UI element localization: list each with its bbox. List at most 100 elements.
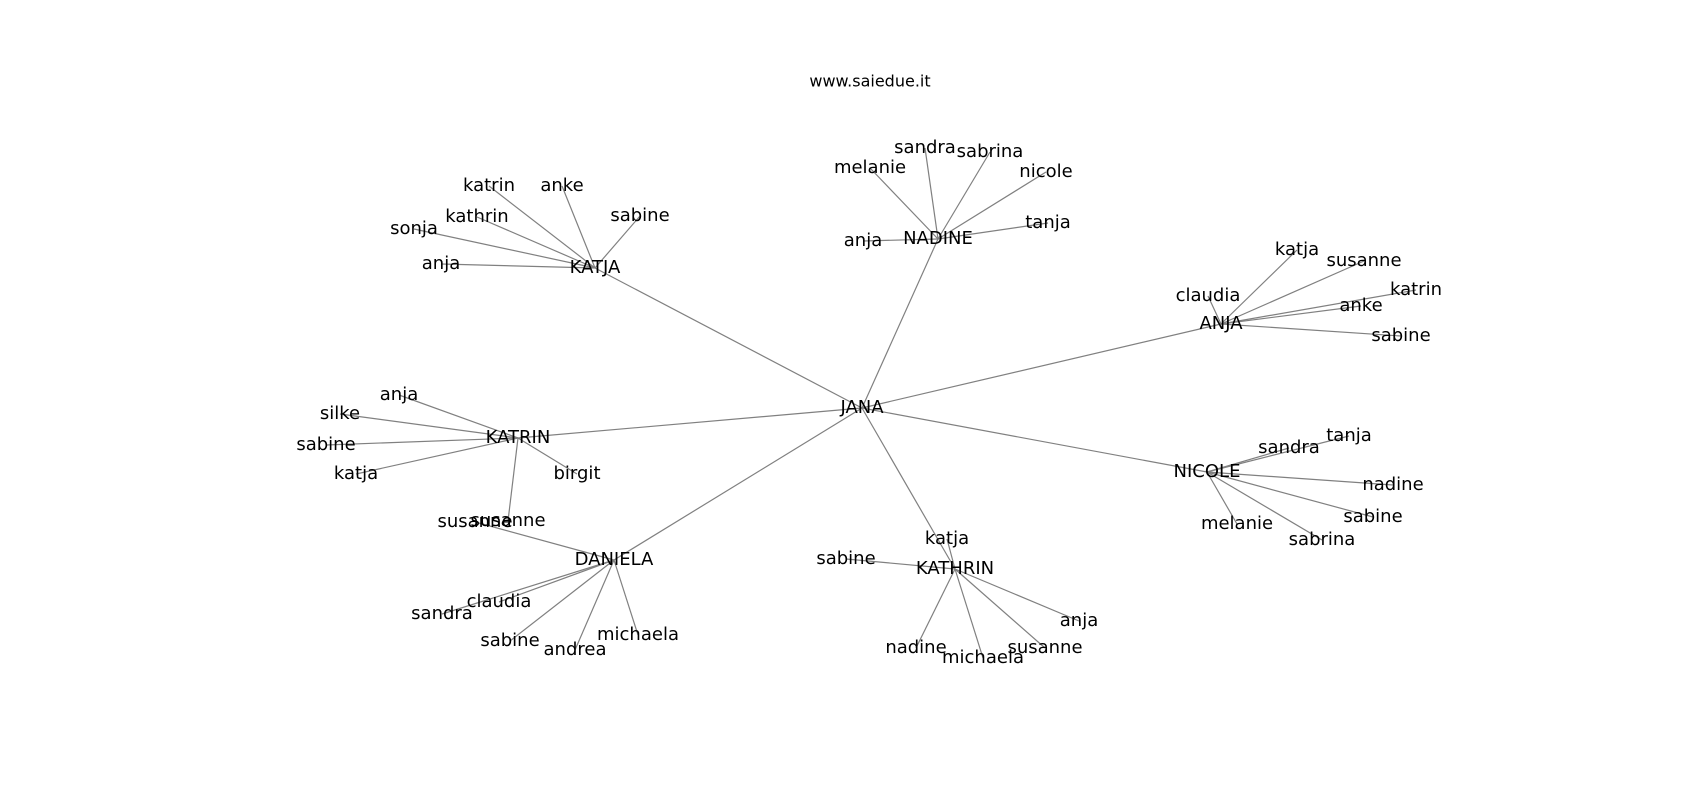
node-leaf-nadine-nicole: nicole bbox=[1019, 161, 1072, 182]
edge-nicole-tanja bbox=[1206, 435, 1350, 473]
edge-daniela-andrea bbox=[574, 559, 615, 651]
node-leaf-nicole-sabrina: sabrina bbox=[1289, 529, 1356, 550]
edge-anja-anke bbox=[1220, 305, 1362, 325]
edge-nadine-tanja bbox=[937, 222, 1049, 240]
node-leaf-katja-sonja: sonja bbox=[390, 218, 438, 239]
edge-kathrin-michaela bbox=[954, 568, 984, 659]
node-leaf-daniela-susanne: susanne bbox=[437, 511, 512, 532]
edge-center-katrin bbox=[517, 407, 863, 439]
edge-katrin-birgit bbox=[517, 437, 578, 475]
edge-nicole-nadine bbox=[1206, 471, 1394, 486]
node-hub-nadine: NADINE bbox=[903, 228, 973, 249]
edge-katja-sonja bbox=[413, 228, 596, 269]
edge-kathrin-sabine bbox=[845, 558, 956, 570]
node-leaf-kathrin-sabine: sabine bbox=[816, 548, 875, 569]
node-leaf-kathrin-nadine: nadine bbox=[885, 637, 946, 658]
node-leaf-kathrin-michaela: michaela bbox=[942, 647, 1024, 668]
node-leaf-katja-sabine: sabine bbox=[610, 205, 669, 226]
edge-nicole-sandra bbox=[1206, 447, 1290, 473]
node-hub-anja: ANJA bbox=[1199, 313, 1243, 334]
edge-katrin-katja bbox=[355, 437, 519, 475]
edge-daniela-sabine bbox=[509, 559, 615, 642]
edge-nadine-anja bbox=[862, 238, 939, 242]
edge-nadine-sandra bbox=[924, 147, 939, 240]
node-hub-katrin: KATRIN bbox=[486, 427, 551, 448]
node-leaf-daniela-andrea: andrea bbox=[544, 639, 607, 660]
node-leaf-nicole-sabine: sabine bbox=[1343, 506, 1402, 527]
node-leaf-katrin-anja: anja bbox=[380, 384, 418, 405]
node-leaf-katrin-katja: katja bbox=[334, 463, 378, 484]
node-leaf-nicole-tanja: tanja bbox=[1326, 425, 1372, 446]
edge-kathrin-katja bbox=[946, 538, 956, 570]
node-leaf-anja-sabine: sabine bbox=[1371, 325, 1430, 346]
edge-katrin-sabine bbox=[325, 437, 519, 446]
edge-daniela-claudia bbox=[498, 559, 615, 603]
edge-katrin-anja bbox=[398, 394, 519, 439]
node-hub-nicole: NICOLE bbox=[1174, 461, 1241, 482]
node-leaf-daniela-sabine: sabine bbox=[480, 630, 539, 651]
node-hub-kathrin: KATHRIN bbox=[916, 558, 994, 579]
edge-anja-susanne bbox=[1220, 260, 1365, 325]
node-leaf-nicole-melanie: melanie bbox=[1201, 513, 1273, 534]
edge-nadine-nicole bbox=[937, 171, 1047, 240]
node-leaf-nadine-sandra: sandra bbox=[894, 137, 956, 158]
node-leaf-nadine-anja: anja bbox=[844, 230, 882, 251]
edge-kathrin-anja bbox=[954, 568, 1080, 622]
edge-nicole-sabrina bbox=[1206, 471, 1323, 541]
node-leaf-katja-kathrin: kathrin bbox=[445, 206, 508, 227]
node-leaf-kathrin-katja: katja bbox=[925, 528, 969, 549]
node-leaf-anja-susanne: susanne bbox=[1326, 250, 1401, 271]
edge-katrin-silke bbox=[339, 413, 519, 439]
edge-center-katja bbox=[594, 267, 863, 409]
edge-kathrin-nadine bbox=[915, 568, 956, 649]
node-leaf-daniela-sandra: sandra bbox=[411, 603, 473, 624]
edge-anja-claudia bbox=[1207, 295, 1222, 325]
node-leaf-katrin-sabine: sabine bbox=[296, 434, 355, 455]
node-leaf-kathrin-susanne: susanne bbox=[1007, 637, 1082, 658]
edge-katrin-susanne bbox=[507, 437, 519, 522]
edge-center-anja bbox=[861, 323, 1222, 409]
edge-center-kathrin bbox=[861, 407, 956, 570]
edges-layer bbox=[325, 147, 1417, 659]
edge-nadine-sabrina bbox=[937, 151, 991, 240]
edge-nicole-sabine bbox=[1206, 471, 1374, 518]
node-leaf-katrin-birgit: birgit bbox=[554, 463, 601, 484]
node-leaf-daniela-michaela: michaela bbox=[597, 624, 679, 645]
node-leaf-nadine-sabrina: sabrina bbox=[957, 141, 1024, 162]
edge-center-daniela bbox=[613, 407, 863, 561]
edge-daniela-michaela bbox=[613, 559, 639, 636]
edge-daniela-sandra bbox=[441, 559, 615, 615]
edge-kathrin-susanne bbox=[954, 568, 1046, 649]
node-hub-daniela: DANIELA bbox=[575, 549, 654, 570]
edge-katja-sabine bbox=[594, 215, 641, 269]
node-leaf-nicole-sandra: sandra bbox=[1258, 437, 1320, 458]
node-leaf-anja-katja: katja bbox=[1275, 239, 1319, 260]
node-leaf-katrin-silke: silke bbox=[320, 403, 360, 424]
edge-nicole-melanie bbox=[1206, 471, 1238, 525]
edge-anja-sabine bbox=[1220, 323, 1402, 337]
edge-katja-anja bbox=[440, 263, 596, 269]
node-center: JANA bbox=[839, 397, 884, 418]
edge-center-nicole bbox=[861, 407, 1208, 473]
edge-anja-katja bbox=[1220, 249, 1298, 325]
node-leaf-nicole-nadine: nadine bbox=[1362, 474, 1423, 495]
node-leaf-anja-katrin: katrin bbox=[1390, 279, 1442, 300]
node-leaf-katja-anke: anke bbox=[540, 175, 583, 196]
edge-anja-katrin bbox=[1220, 289, 1417, 325]
node-leaf-anja-claudia: claudia bbox=[1176, 285, 1241, 306]
edge-katja-kathrin bbox=[476, 216, 596, 269]
edge-daniela-susanne bbox=[474, 521, 615, 561]
node-leaf-nadine-melanie: melanie bbox=[834, 157, 906, 178]
node-leaf-katja-anja: anja bbox=[422, 253, 460, 274]
edge-center-nadine bbox=[861, 238, 939, 409]
node-leaf-katrin-susanne: susanne bbox=[470, 510, 545, 531]
node-leaf-daniela-claudia: claudia bbox=[467, 591, 532, 612]
edge-katja-anke bbox=[561, 185, 596, 269]
node-leaf-nadine-tanja: tanja bbox=[1025, 212, 1071, 233]
node-leaf-kathrin-anja: anja bbox=[1060, 610, 1098, 631]
site-title: www.saiedue.it bbox=[809, 72, 930, 91]
node-leaf-anja-anke: anke bbox=[1339, 295, 1382, 316]
node-hub-katja: KATJA bbox=[570, 257, 621, 278]
